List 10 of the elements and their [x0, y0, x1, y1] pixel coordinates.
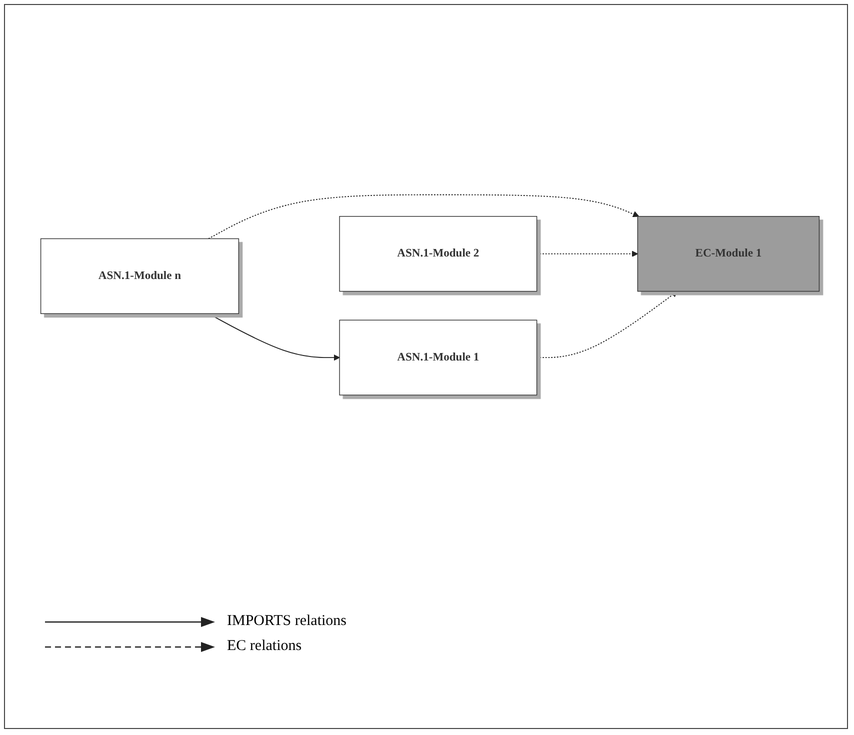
module-box: ASN.1-Module n [40, 238, 240, 314]
legend-text: IMPORTS relations [227, 613, 347, 630]
module-box: ASN.1-Module 2 [339, 216, 538, 292]
arrow [536, 291, 678, 358]
module-box: EC-Module 1 [637, 216, 820, 292]
arrow [208, 194, 640, 240]
legend-text: EC relations [227, 638, 302, 655]
arrow [536, 250, 638, 258]
arrow [208, 313, 340, 361]
module-box: ASN.1-Module 1 [339, 320, 538, 396]
